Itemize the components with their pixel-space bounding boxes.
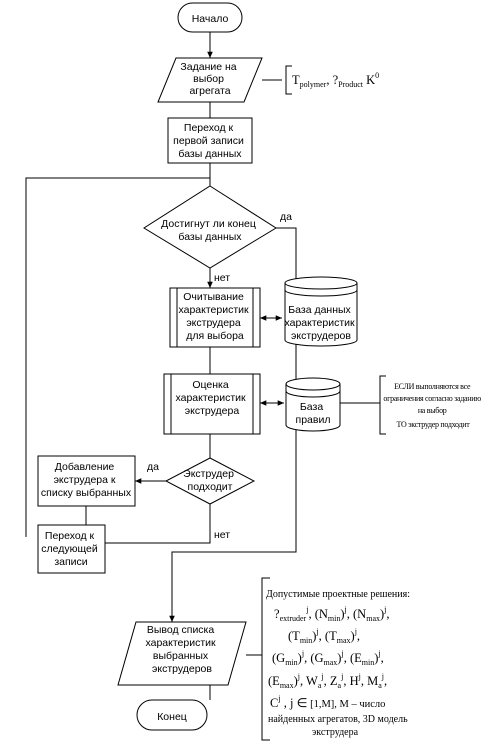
end-terminator: Конец [136, 699, 208, 731]
rule-note-text: ЕСЛИ выполняются все ограничения согласн… [383, 382, 482, 429]
solutions-line-6: найденных агрегатов, 3D модель [268, 714, 408, 725]
solutions-bracket [261, 577, 270, 741]
start-terminator: Начало [177, 2, 243, 33]
read-characteristics-block: Очитывание характеристик экструдера для … [169, 287, 261, 348]
decision-end-no-label: нет [214, 272, 230, 284]
decision-end-label: Достигнут ли конец базы данных [161, 218, 259, 243]
line-fit-no-to-next [105, 504, 211, 544]
goto-next-block: Переход к следующей записи [37, 524, 106, 574]
solutions-line-7: экструдера [312, 727, 359, 738]
input-block: Задание на выбор агрегата Tpolymer, ?Pro… [157, 57, 379, 103]
db-rules-cylinder: База правил [285, 377, 341, 432]
output-block: Вывод списка характеристик выбранных экс… [117, 621, 247, 686]
decision-end-yes-label: да [280, 211, 292, 223]
decision-fit-no-label: нет [214, 529, 230, 541]
output-label: Вывод списка характеристик выбранных экс… [145, 624, 218, 675]
decision-extruder-fits: Экструдер подходит да нет [147, 457, 256, 541]
add-extruder-label: Добавление экструдера к списку выбранных [41, 461, 132, 499]
db-extruders-cylinder: База данных характеристик экструдеров [284, 276, 358, 347]
decision-end-of-db: Достигнут ли конец базы данных да нет [143, 185, 292, 284]
solutions-line-5: Cj , j ∈ [1,M], M – число [270, 694, 385, 710]
db-extruders-label: База данных характеристик экструдеров [284, 304, 357, 342]
solutions-line-3: (Gmin)j, (Gmax)j, (Emin)j, [272, 649, 384, 667]
end-label: Конец [157, 711, 187, 723]
connectors [25, 32, 380, 700]
input-label: Задание на выбор агрегата [180, 61, 239, 97]
rule-note: ЕСЛИ выполняются все ограничения согласн… [379, 375, 482, 435]
decision-fit-yes-label: да [147, 461, 159, 473]
start-label: Начало [192, 13, 229, 25]
evaluate-block: Оценка характеристик экструдера [163, 373, 261, 435]
solutions-note: Допустимые проектные решения: ?extruderj… [261, 577, 410, 741]
read-characteristics-label: Очитывание характеристик экструдера для … [178, 291, 251, 342]
solutions-line-1: ?extruderj, (Nmin)j, (Nmax)j, [274, 605, 390, 623]
solutions-line-2: (Tmin)j, (Tmax)j, [288, 627, 360, 645]
evaluate-label: Оценка характеристик экструдера [175, 379, 248, 417]
solutions-line-4: (Emax)j, Waj, Zaj, Hj, Maj, [268, 672, 387, 690]
input-note-bracket [285, 65, 292, 95]
db-rules-label: База правил [296, 401, 331, 426]
loop-return-line [25, 177, 210, 537]
decision-fit-label: Экструдер подходит [183, 468, 237, 493]
arrow-decision-yes-to-output [169, 227, 297, 622]
add-extruder-block: Добавление экструдера к списку выбранных [37, 455, 136, 507]
goto-next-label: Переход к следующей записи [41, 530, 100, 568]
solutions-header: Допустимые проектные решения: [266, 589, 410, 600]
goto-first-label: Переход к первой записи базы данных [173, 122, 247, 160]
input-note: Tpolymer, ?Product K0 [292, 71, 379, 89]
goto-first-block: Переход к первой записи базы данных [167, 117, 253, 164]
